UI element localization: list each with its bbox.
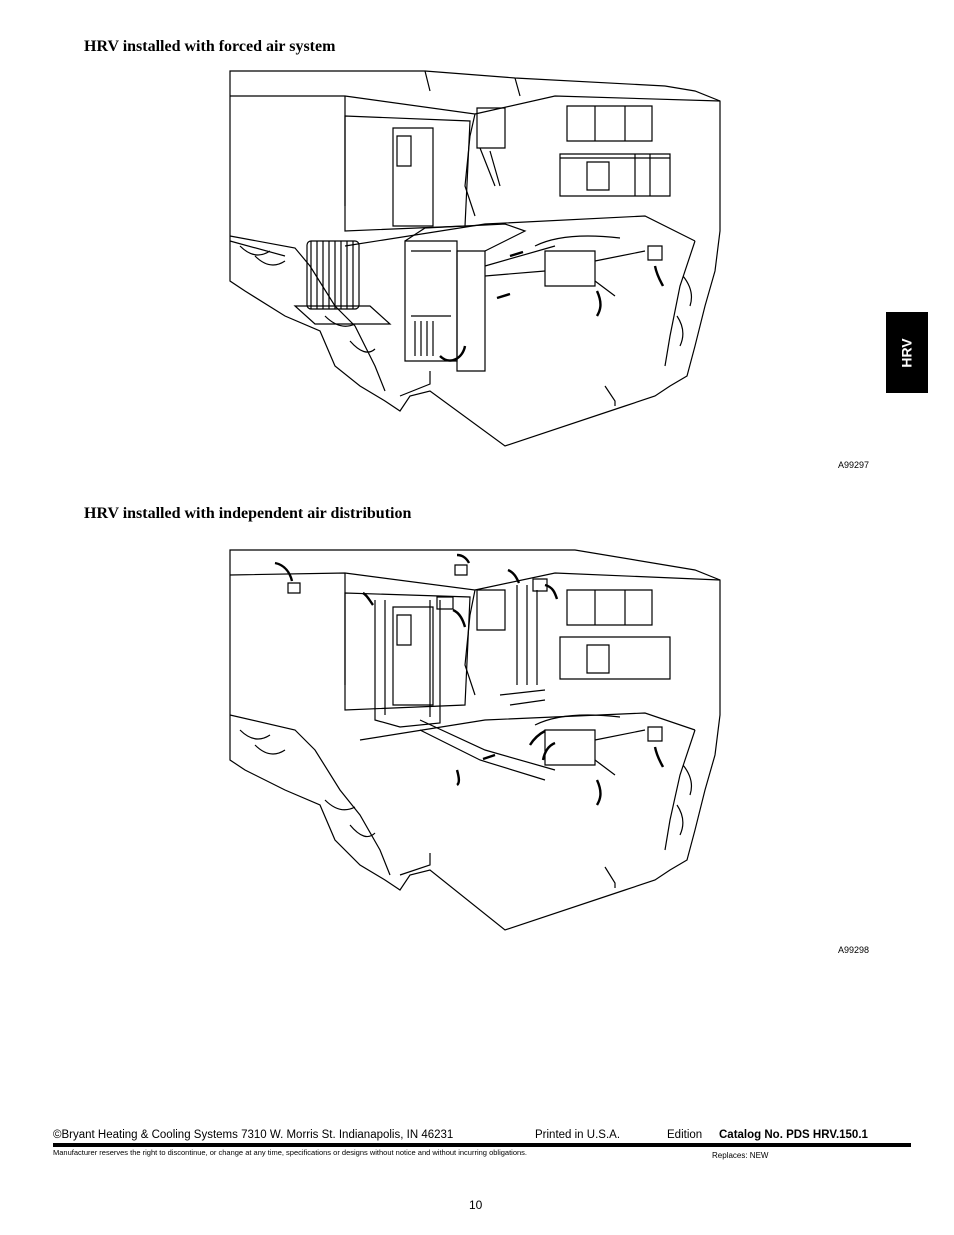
- ducts: [535, 715, 645, 775]
- oven: [587, 162, 609, 190]
- upper-cabinets: [567, 590, 652, 625]
- door-window: [397, 136, 411, 166]
- furnace: [405, 241, 457, 361]
- footer-rule: [53, 1143, 911, 1147]
- soil-left: [230, 715, 390, 875]
- register: [288, 583, 300, 593]
- door: [393, 607, 433, 705]
- footer-replaces: Replaces: NEW: [712, 1151, 769, 1160]
- wall-lines: [230, 71, 720, 216]
- register: [455, 565, 467, 575]
- hrv-unit: [545, 730, 595, 765]
- register: [437, 597, 453, 609]
- soil-right: [665, 730, 695, 850]
- wall-vent: [648, 246, 662, 260]
- window: [477, 108, 505, 148]
- page-number: 10: [469, 1198, 483, 1212]
- side-tab-label: HRV: [899, 337, 915, 368]
- floor-slab: [345, 216, 695, 246]
- distribution-trunk: [420, 690, 555, 780]
- air-flow-arrows: [275, 555, 663, 805]
- hrv-unit: [545, 251, 595, 286]
- hrv-side-tab: HRV: [886, 312, 928, 393]
- figure1-heading: HRV installed with forced air system: [84, 38, 336, 55]
- supply-trunk: [405, 224, 525, 251]
- house-outline: [230, 71, 720, 446]
- air-flow-arrows: [440, 252, 663, 361]
- vertical-ducts: [375, 585, 537, 727]
- window: [477, 590, 505, 630]
- return-duct: [457, 251, 485, 371]
- lower-cabinets: [560, 637, 670, 679]
- hrv-forced-air-illustration: [225, 66, 725, 451]
- basement-lines: [400, 371, 615, 406]
- condenser-pad: [295, 306, 390, 324]
- lower-cabinets: [560, 154, 670, 196]
- footer-disclaimer: Manufacturer reserves the right to disco…: [53, 1148, 528, 1157]
- ducts: [485, 236, 645, 296]
- wall-vent: [648, 727, 662, 741]
- footer-printed: Printed in U.S.A.: [535, 1129, 621, 1141]
- figure2-heading: HRV installed with independent air distr…: [84, 505, 412, 522]
- hrv-independent-distribution-illustration: [225, 545, 725, 935]
- footer-copyright: ©Bryant Heating & Cooling Systems 7310 W…: [53, 1129, 454, 1141]
- footer-catalog: Catalog No. PDS HRV.150.1: [719, 1129, 868, 1141]
- basement-lines: [400, 853, 615, 888]
- room-partition: [345, 593, 470, 710]
- figure2-code: A99298: [838, 945, 870, 955]
- oven: [587, 645, 609, 673]
- room-partition: [345, 116, 470, 231]
- outdoor-condenser: [307, 241, 359, 309]
- upper-cabinets: [567, 106, 652, 141]
- figure1-code: A99297: [838, 460, 870, 470]
- door: [393, 128, 433, 226]
- footer-edition: Edition: [667, 1129, 703, 1141]
- door-window: [397, 615, 411, 645]
- house-outline: [230, 550, 720, 930]
- soil-right: [665, 241, 695, 366]
- register: [533, 579, 547, 591]
- wall-lines: [230, 573, 720, 695]
